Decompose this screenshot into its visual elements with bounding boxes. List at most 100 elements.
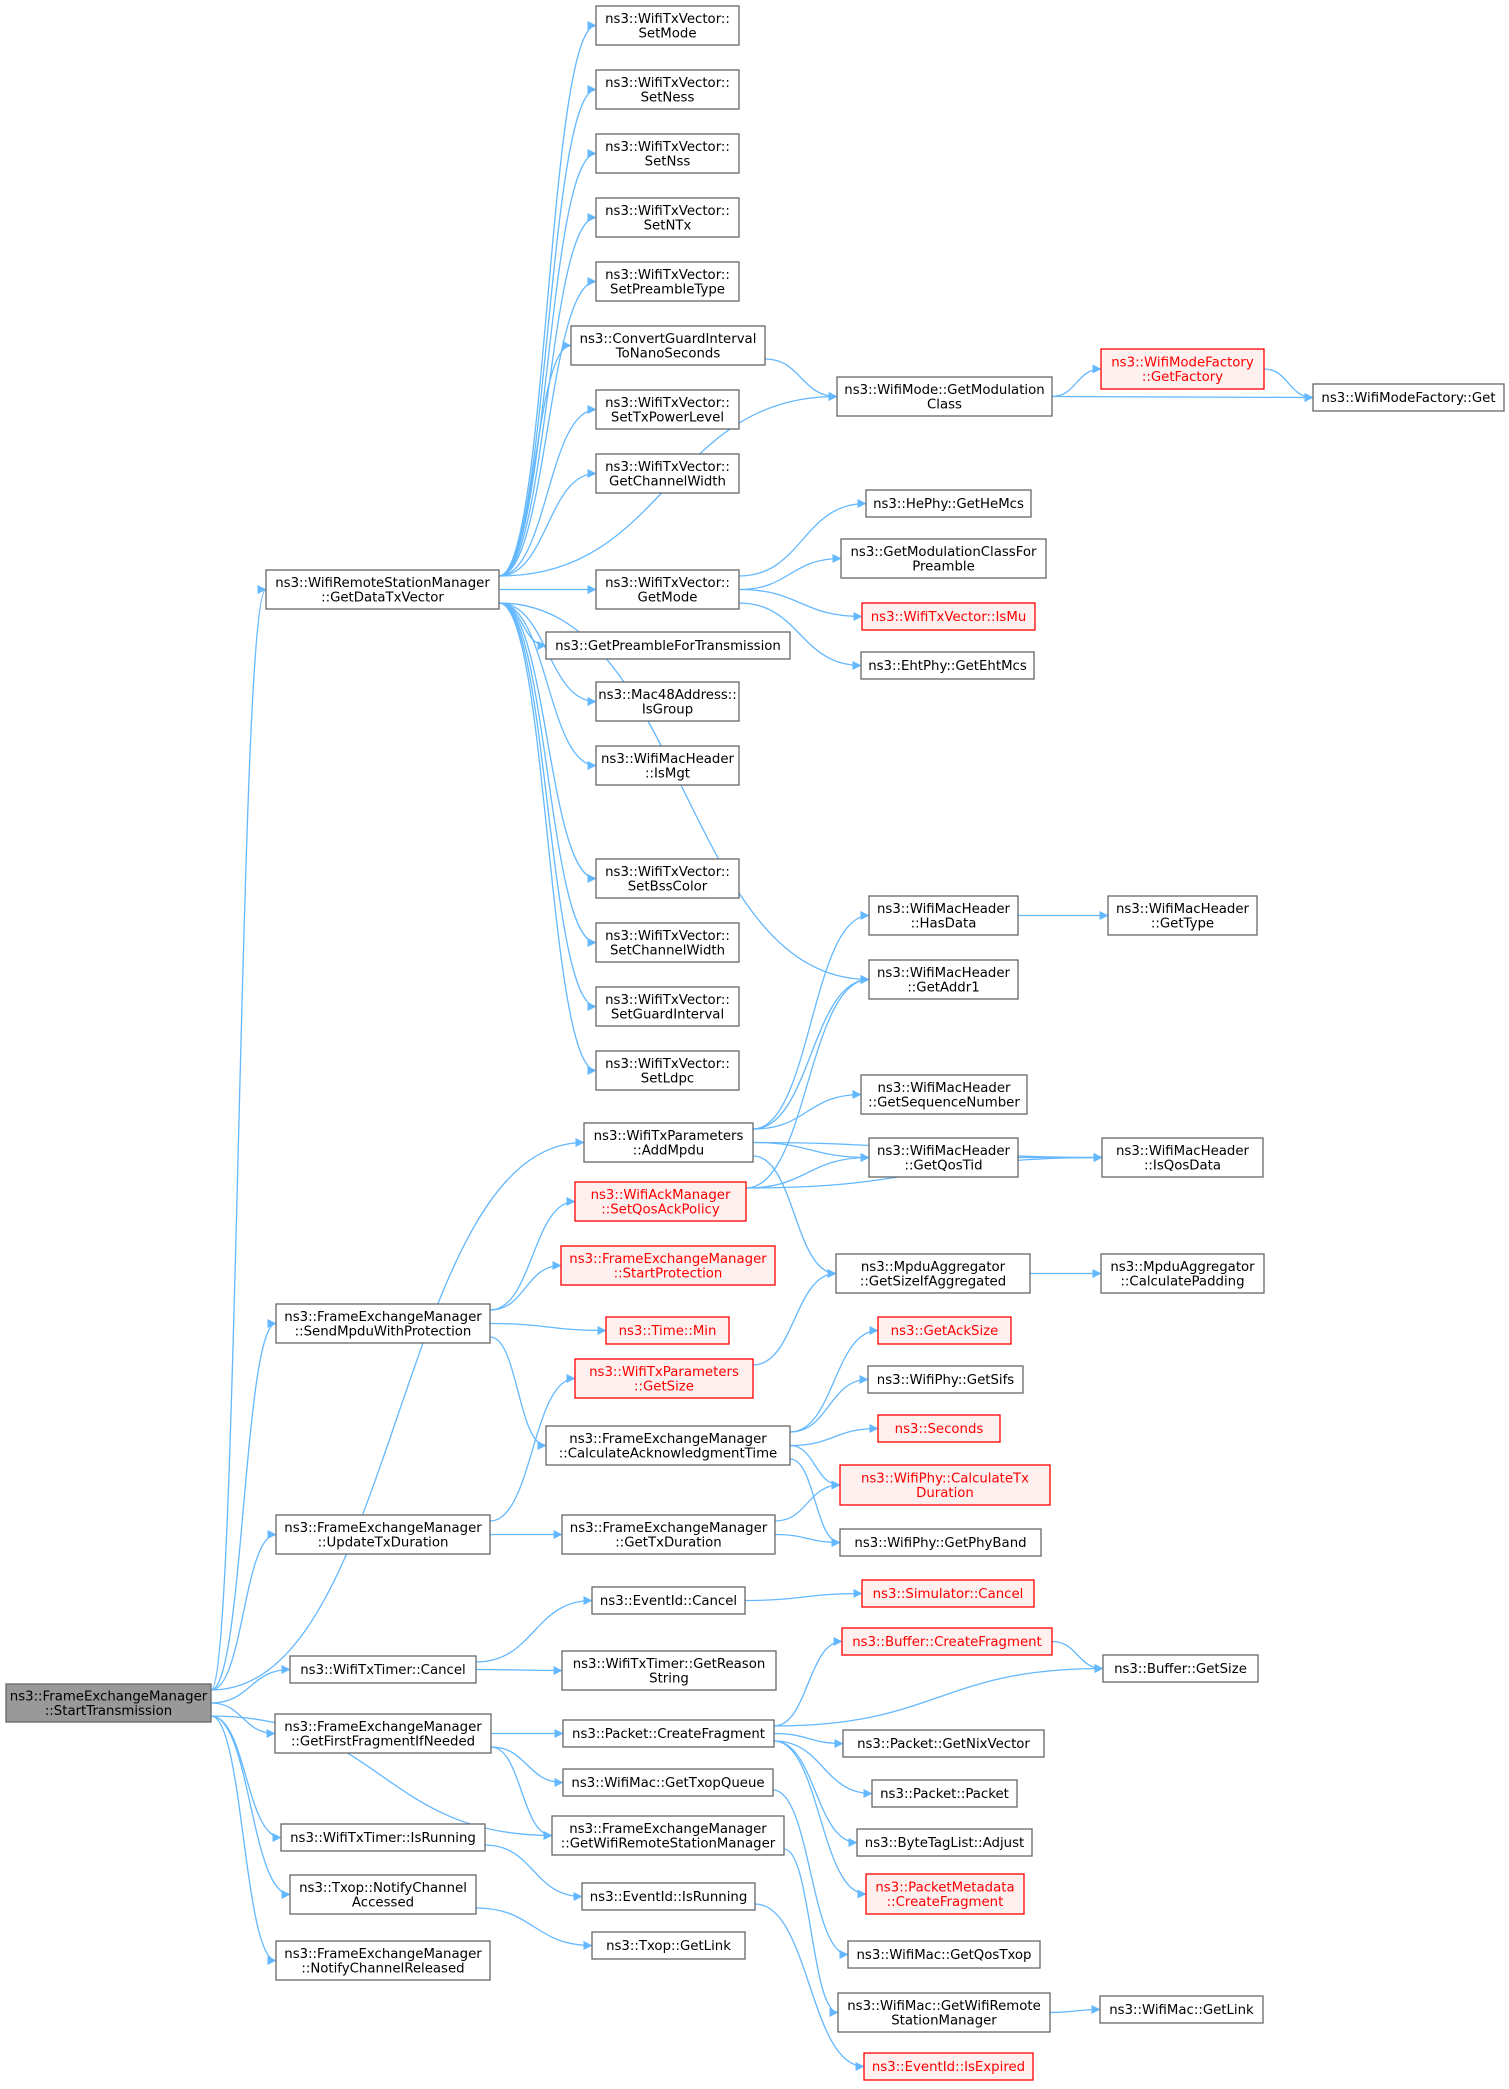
node-macGetWifiRSM[interactable]: ns3::WifiMac::GetWifiRemoteStationManage… bbox=[837, 1992, 1051, 2033]
node-txParamsGetSize[interactable]: ns3::WifiTxParameters::GetSize bbox=[574, 1358, 754, 1399]
node-root[interactable]: ns3::FrameExchangeManager::StartTransmis… bbox=[5, 1683, 212, 1723]
node-getSeqNum[interactable]: ns3::WifiMacHeader::GetSequenceNumber bbox=[860, 1074, 1028, 1115]
node-byteTagAdjust[interactable]: ns3::ByteTagList::Adjust bbox=[856, 1828, 1033, 1857]
node-setPreambleType[interactable]: ns3::WifiTxVector::SetPreambleType bbox=[595, 261, 740, 302]
node-isQosData[interactable]: ns3::WifiMacHeader::IsQosData bbox=[1101, 1137, 1264, 1178]
node-box bbox=[545, 631, 791, 660]
node-getType[interactable]: ns3::WifiMacHeader::GetType bbox=[1107, 895, 1258, 936]
call-edges bbox=[210, 21, 1314, 2071]
node-txopGetLink[interactable]: ns3::Txop::GetLink bbox=[591, 1931, 746, 1960]
node-box bbox=[274, 1713, 492, 1754]
node-getWifiRSM[interactable]: ns3::FrameExchangeManager::GetWifiRemote… bbox=[551, 1815, 785, 1856]
node-getHeMcs[interactable]: ns3::HePhy::GetHeMcs bbox=[865, 489, 1032, 518]
node-getFirstFragment[interactable]: ns3::FrameExchangeManager::GetFirstFragm… bbox=[274, 1713, 492, 1754]
node-getQosTid[interactable]: ns3::WifiMacHeader::GetQosTid bbox=[868, 1137, 1019, 1178]
node-addMpdu[interactable]: ns3::WifiTxParameters::AddMpdu bbox=[583, 1122, 754, 1163]
node-setNess[interactable]: ns3::WifiTxVector::SetNess bbox=[595, 69, 740, 110]
node-box bbox=[1312, 383, 1505, 412]
node-getPreambleForTx[interactable]: ns3::GetPreambleForTransmission bbox=[545, 631, 791, 660]
edge-addMpdu-to-hasData bbox=[752, 911, 870, 1130]
node-isGroup[interactable]: ns3::Mac48Address::IsGroup bbox=[595, 681, 740, 722]
node-getTxopQueue[interactable]: ns3::WifiMac::GetTxopQueue bbox=[562, 1768, 774, 1797]
node-label-line: ns3::GetAckSize bbox=[891, 1324, 999, 1339]
node-eventIsRunning[interactable]: ns3::EventId::IsRunning bbox=[581, 1882, 756, 1911]
edge-txTimerIsRunning-to-eventIsRunning bbox=[484, 1844, 583, 1901]
node-factoryGet[interactable]: ns3::WifiModeFactory::Get bbox=[1312, 383, 1505, 412]
node-getModClass[interactable]: ns3::WifiMode::GetModulationClass bbox=[836, 376, 1053, 417]
node-setBssColor[interactable]: ns3::WifiTxVector::SetBssColor bbox=[595, 858, 740, 899]
node-notifyReleased[interactable]: ns3::FrameExchangeManager::NotifyChannel… bbox=[275, 1940, 491, 1981]
node-setChannelWidth[interactable]: ns3::WifiTxVector::SetChannelWidth bbox=[595, 922, 740, 963]
node-setNTx[interactable]: ns3::WifiTxVector::SetNTx bbox=[595, 197, 740, 238]
edge-root-to-updateTxDuration bbox=[210, 1530, 277, 1691]
node-calcAckTime[interactable]: ns3::FrameExchangeManager::CalculateAckn… bbox=[545, 1425, 791, 1466]
node-pktCreateFragment[interactable]: ns3::Packet::CreateFragment bbox=[562, 1719, 775, 1748]
edge-txTimerCancel-to-getReasonString bbox=[475, 1665, 563, 1675]
node-box bbox=[581, 1882, 756, 1911]
node-getSifs[interactable]: ns3::WifiPhy::GetSifs bbox=[867, 1365, 1024, 1394]
node-packet[interactable]: ns3::Packet::Packet bbox=[871, 1779, 1018, 1808]
node-simCancel[interactable]: ns3::Simulator::Cancel bbox=[861, 1579, 1035, 1608]
node-eventCancel[interactable]: ns3::EventId::Cancel bbox=[591, 1586, 746, 1615]
node-setMode[interactable]: ns3::WifiTxVector::SetMode bbox=[595, 5, 740, 46]
node-calculatePadding[interactable]: ns3::MpduAggregator::CalculatePadding bbox=[1100, 1253, 1265, 1294]
node-timeMin[interactable]: ns3::Time::Min bbox=[605, 1316, 730, 1345]
node-label-line: ns3::EhtPhy::GetEhtMcs bbox=[868, 659, 1027, 674]
node-isMgt[interactable]: ns3::WifiMacHeader::IsMgt bbox=[595, 745, 740, 786]
node-label-line: ns3::FrameExchangeManager bbox=[284, 1947, 482, 1962]
node-box bbox=[545, 1425, 791, 1466]
node-setNss[interactable]: ns3::WifiTxVector::SetNss bbox=[595, 133, 740, 174]
node-getAckSize[interactable]: ns3::GetAckSize bbox=[877, 1316, 1012, 1345]
node-label-line: ns3::WifiTxVector:: bbox=[605, 1057, 730, 1072]
node-getMode[interactable]: ns3::WifiTxVector::GetMode bbox=[595, 569, 740, 610]
node-pktMetaCreateFragment[interactable]: ns3::PacketMetadata::CreateFragment bbox=[865, 1873, 1025, 1915]
node-getChannelWidth[interactable]: ns3::WifiTxVector::GetChannelWidth bbox=[595, 453, 740, 494]
node-label-line: ns3::ByteTagList::Adjust bbox=[865, 1836, 1024, 1851]
edge-getDataTxVector-to-isMgt bbox=[498, 602, 597, 770]
node-box bbox=[868, 1137, 1019, 1178]
node-bufCreateFragment[interactable]: ns3::Buffer::CreateFragment bbox=[841, 1627, 1053, 1656]
node-startProtection[interactable]: ns3::FrameExchangeManager::StartProtecti… bbox=[560, 1245, 776, 1286]
node-getQosTxop[interactable]: ns3::WifiMac::GetQosTxop bbox=[847, 1940, 1041, 1969]
edge-getModClass-to-getFactory bbox=[1051, 364, 1102, 398]
node-getEhtMcs[interactable]: ns3::EhtPhy::GetEhtMcs bbox=[860, 651, 1035, 680]
node-isMu[interactable]: ns3::WifiTxVector::IsMu bbox=[861, 602, 1036, 631]
node-updateTxDuration[interactable]: ns3::FrameExchangeManager::UpdateTxDurat… bbox=[275, 1514, 491, 1555]
node-getDataTxVector[interactable]: ns3::WifiRemoteStationManager::GetDataTx… bbox=[265, 569, 500, 610]
edge-getMode-to-getModClassForPreamble bbox=[738, 554, 842, 591]
node-getTxDuration[interactable]: ns3::FrameExchangeManager::GetTxDuration bbox=[561, 1514, 776, 1555]
node-label-line: ns3::WifiTxVector:: bbox=[605, 204, 730, 219]
node-getAddr1[interactable]: ns3::WifiMacHeader::GetAddr1 bbox=[868, 959, 1019, 1000]
node-getNixVector[interactable]: ns3::Packet::GetNixVector bbox=[842, 1729, 1045, 1758]
node-getSizeIfAggregated[interactable]: ns3::MpduAggregator::GetSizeIfAggregated bbox=[835, 1253, 1031, 1294]
node-macGetLink[interactable]: ns3::WifiMac::GetLink bbox=[1099, 1995, 1264, 2024]
node-box bbox=[5, 1683, 212, 1723]
node-bufGetSize[interactable]: ns3::Buffer::GetSize bbox=[1102, 1654, 1259, 1683]
node-txTimerCancel[interactable]: ns3::WifiTxTimer::Cancel bbox=[289, 1655, 477, 1684]
node-getFactory[interactable]: ns3::WifiModeFactory::GetFactory bbox=[1100, 348, 1265, 390]
node-setGuardInterval[interactable]: ns3::WifiTxVector::SetGuardInterval bbox=[595, 986, 740, 1027]
node-box bbox=[595, 858, 740, 899]
node-setLdpc[interactable]: ns3::WifiTxVector::SetLdpc bbox=[595, 1050, 740, 1091]
edge-getDataTxVector-to-convertGuard bbox=[498, 341, 572, 577]
function-nodes: ns3::FrameExchangeManager::StartTransmis… bbox=[5, 5, 1505, 2081]
node-getPhyBand[interactable]: ns3::WifiPhy::GetPhyBand bbox=[839, 1528, 1042, 1557]
node-setQosAckPolicy[interactable]: ns3::WifiAckManager::SetQosAckPolicy bbox=[574, 1181, 747, 1222]
node-sendMpdu[interactable]: ns3::FrameExchangeManager::SendMpduWithP… bbox=[275, 1303, 491, 1344]
node-setTxPowerLevel[interactable]: ns3::WifiTxVector::SetTxPowerLevel bbox=[595, 389, 740, 430]
node-isExpired[interactable]: ns3::EventId::IsExpired bbox=[863, 2052, 1034, 2081]
node-box bbox=[595, 569, 740, 610]
node-label-line: ns3::FrameExchangeManager bbox=[569, 1822, 767, 1837]
node-label-line: ::StartTransmission bbox=[45, 1704, 172, 1719]
node-seconds[interactable]: ns3::Seconds bbox=[877, 1414, 1001, 1443]
edge-root-to-txTimerCancel bbox=[210, 1665, 291, 1704]
node-txTimerIsRunning[interactable]: ns3::WifiTxTimer::IsRunning bbox=[280, 1823, 486, 1852]
node-hasData[interactable]: ns3::WifiMacHeader::HasData bbox=[868, 895, 1019, 936]
node-box bbox=[595, 197, 740, 238]
edge-addMpdu-to-getAddr1 bbox=[752, 975, 870, 1130]
